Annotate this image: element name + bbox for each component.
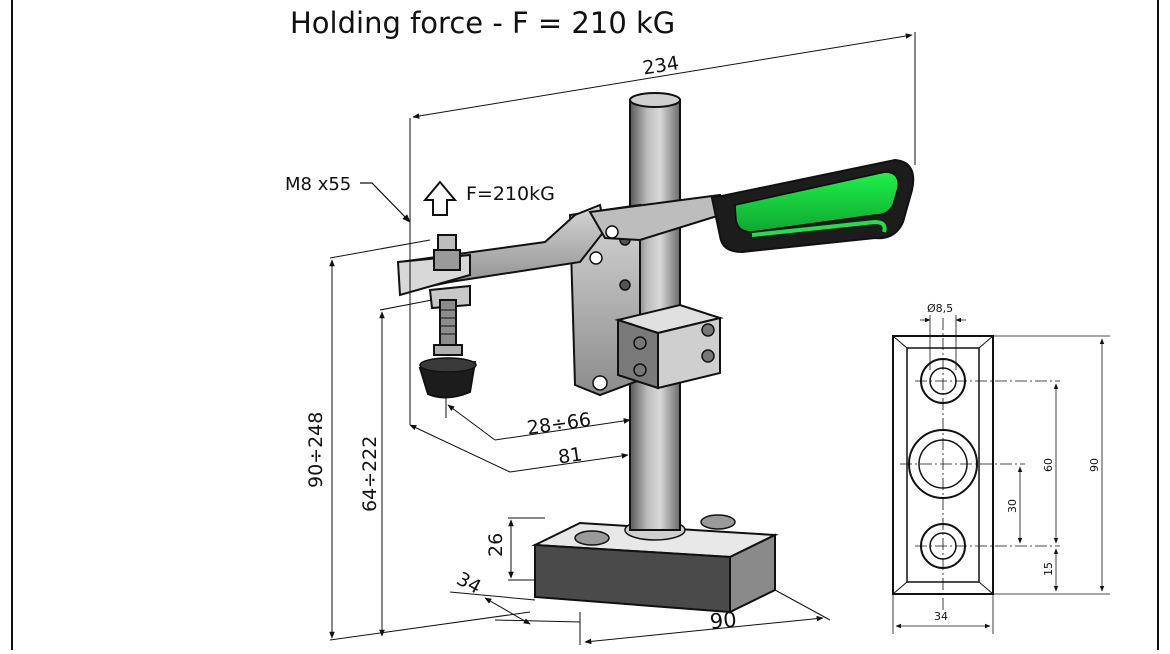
dim-overall-length-label: 234 [641,52,680,79]
spindle-screw [418,234,477,399]
dim-center-offset-label: 30 [1006,499,1019,513]
dim-center-offset: 30 [1006,466,1023,544]
dim-hole-dia: Ø8,5 [920,302,966,370]
dim-reach: 81 [409,424,629,473]
dim-spindle-height: 64÷222 [359,299,433,637]
dim-base-length: 90 [579,589,831,645]
force-label: F=210kG [466,183,555,205]
dim-plate-height: 90 [993,335,1110,595]
dim-plate-height-label: 90 [1088,458,1101,472]
handle-grip [710,158,915,254]
dim-height-range-label: 90÷248 [305,412,327,488]
rod-clamp-block [614,303,724,390]
screw-label: M8 x55 [285,174,351,195]
dim-plate-width: 34 [892,594,994,634]
dim-reach-range-label: 28÷66 [526,409,593,440]
dim-reach-label: 81 [557,443,584,468]
dim-base-width-label: 34 [453,568,485,599]
dim-plate-width-label: 34 [934,610,948,623]
dim-spindle-height-label: 64÷222 [359,436,381,512]
base-plate-top-view [892,318,1060,610]
screw-callout: M8 x55 [285,174,411,223]
dim-reach-range: 28÷66 [445,398,631,441]
dim-edge-offset-label: 15 [1042,562,1055,576]
dim-base-length-label: 90 [709,608,738,634]
handle-lever [588,193,732,242]
dim-hole-dia-label: Ø8,5 [927,302,953,315]
dim-height-range: 90÷248 [305,239,531,641]
dim-base-height: 26 [485,517,545,581]
page-title: Holding force - F = 210 kG [290,6,676,40]
dim-edge-offset: 15 [1042,548,1059,592]
dim-hole-spacing: 60 [1042,383,1059,544]
dim-hole-spacing-label: 60 [1042,458,1055,472]
dim-base-height-label: 26 [485,533,507,557]
base-block [531,514,779,614]
force-arrow: F=210kG [422,180,555,216]
